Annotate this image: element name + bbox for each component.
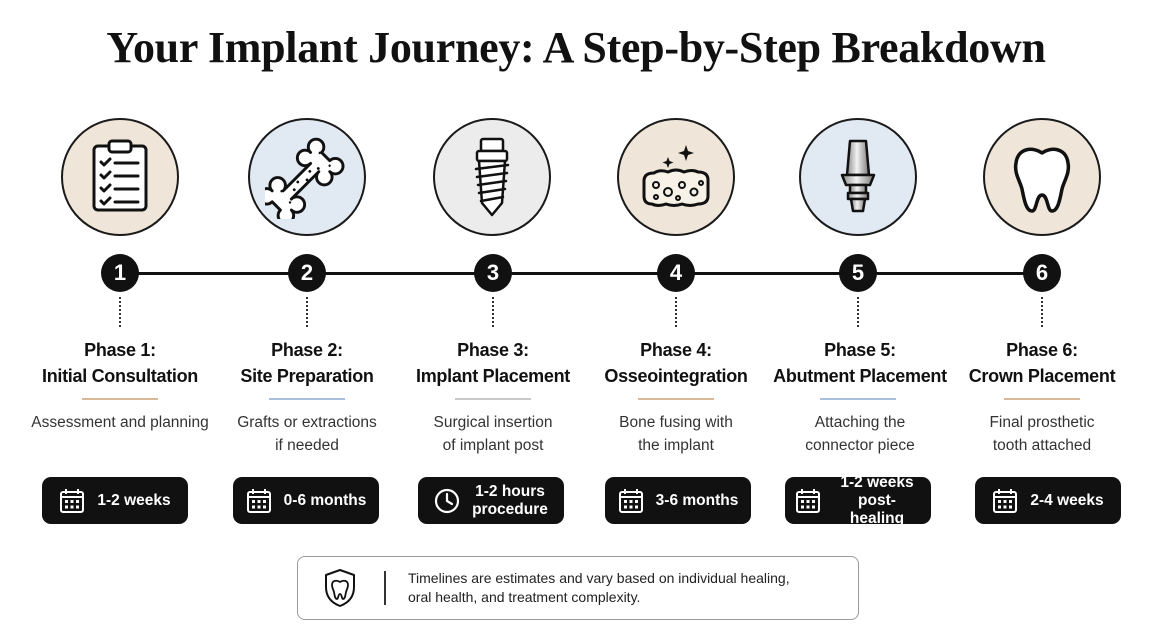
calendar-icon — [60, 488, 85, 513]
note-line-2: oral health, and treatment complexity. — [408, 589, 641, 605]
timeline-line — [120, 272, 1042, 275]
step-number-3: 3 — [474, 254, 512, 292]
clock-icon — [434, 488, 460, 513]
connector-dots — [492, 297, 496, 327]
connector-dots — [119, 297, 123, 327]
phase-6-duration-badge: 2-4 weeks — [975, 477, 1121, 524]
phase-4-duration-badge: 3-6 months — [605, 477, 751, 524]
phase-6-title: Phase 6:Crown Placement — [968, 340, 1116, 386]
calendar-icon — [993, 488, 1018, 513]
phase-5-title: Phase 5:Abutment Placement — [773, 340, 947, 386]
phase-4-title: Phase 4:Osseointegration — [604, 340, 748, 386]
phase-2-title: Phase 2:Site Preparation — [240, 340, 374, 386]
phase-2-duration-badge: 0-6 months — [233, 477, 379, 524]
phase-underline — [1004, 398, 1080, 400]
phase-underline — [82, 398, 158, 400]
connector-dots — [857, 297, 861, 327]
phase-1-illustration — [61, 118, 179, 236]
clipboard-checklist-icon — [92, 139, 148, 212]
phase-underline — [638, 398, 714, 400]
phase-4-illustration — [617, 118, 735, 236]
phase-3-illustration — [433, 118, 551, 236]
connector-dots — [675, 297, 679, 327]
calendar-icon — [796, 488, 820, 513]
step-number-2: 2 — [288, 254, 326, 292]
phase-2-illustration — [248, 118, 366, 236]
shield-tooth-icon — [325, 569, 355, 607]
disclaimer-note: Timelines are estimates and vary based o… — [297, 556, 859, 620]
note-divider — [384, 571, 386, 605]
phase-6-illustration — [983, 118, 1101, 236]
page-title: Your Implant Journey: A Step-by-Step Bre… — [106, 23, 1046, 72]
implant-screw-icon — [474, 137, 510, 217]
bone-tissue-sparkle-icon — [642, 145, 710, 207]
phase-underline — [820, 398, 896, 400]
step-number-6: 6 — [1023, 254, 1061, 292]
connector-dots — [1041, 297, 1045, 327]
calendar-icon — [246, 488, 271, 513]
calendar-icon — [618, 488, 643, 513]
phase-1-title: Phase 1:Initial Consultation — [42, 340, 198, 386]
abutment-icon — [840, 139, 876, 213]
phase-underline — [455, 398, 531, 400]
phase-1-description: Assessment and planning — [31, 414, 209, 431]
step-number-1: 1 — [101, 254, 139, 292]
phase-5-illustration — [799, 118, 917, 236]
phase-3-title: Phase 3:Implant Placement — [416, 340, 570, 386]
bone-icon — [265, 137, 345, 219]
tooth-icon — [1013, 147, 1071, 213]
note-line-1: Timelines are estimates and vary based o… — [408, 570, 790, 586]
step-number-4: 4 — [657, 254, 695, 292]
connector-dots — [306, 297, 310, 327]
phase-1-duration-badge: 1-2 weeks — [42, 477, 188, 524]
step-number-5: 5 — [839, 254, 877, 292]
phase-underline — [269, 398, 345, 400]
